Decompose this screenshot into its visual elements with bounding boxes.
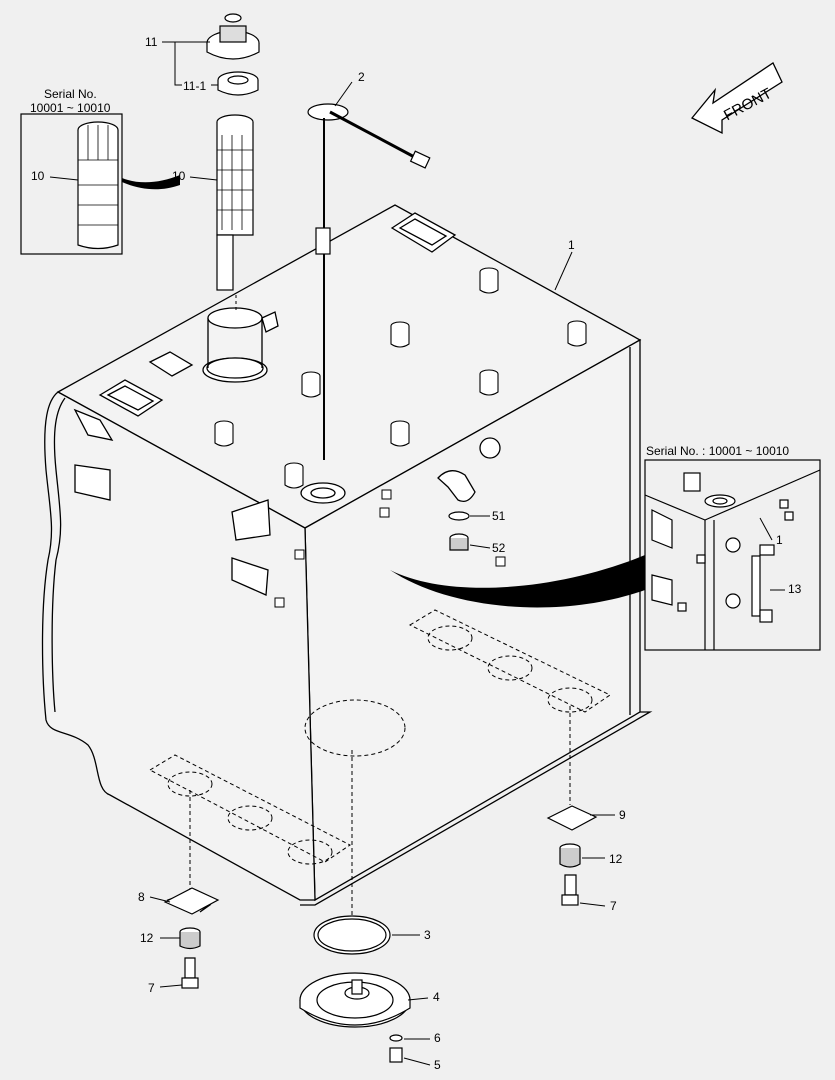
callout-5: 5	[434, 1058, 441, 1072]
left-inset	[20, 113, 123, 255]
callout-6: 6	[434, 1031, 441, 1045]
callout-10-inset: 10	[31, 169, 45, 183]
callout-51: 51	[492, 509, 506, 523]
callout-1-inset: 1	[776, 533, 783, 547]
callout-9: 9	[619, 808, 626, 822]
right-inset	[644, 459, 821, 651]
left-inset-title-line2: 10001 ~ 10010	[30, 101, 111, 115]
callout-7-left: 7	[148, 981, 155, 995]
callout-11: 11	[145, 35, 158, 49]
callout-3: 3	[424, 928, 431, 942]
callout-1: 1	[568, 238, 575, 252]
callout-12-left: 12	[140, 931, 154, 945]
callout-11-1: 11-1	[183, 79, 207, 93]
callout-4: 4	[433, 990, 440, 1004]
front-arrow	[690, 62, 783, 135]
left-inset-title-line1: Serial No.	[44, 87, 97, 101]
callout-2: 2	[358, 70, 365, 84]
callout-12-right: 12	[609, 852, 623, 866]
right-inset-title: Serial No. : 10001 ~ 10010	[646, 444, 790, 458]
callout-10: 10	[172, 169, 186, 183]
fuel-tank	[41, 204, 653, 935]
callout-8: 8	[138, 890, 145, 904]
callout-13: 13	[788, 582, 802, 596]
callout-52: 52	[492, 541, 506, 555]
callout-7-right: 7	[610, 899, 617, 913]
